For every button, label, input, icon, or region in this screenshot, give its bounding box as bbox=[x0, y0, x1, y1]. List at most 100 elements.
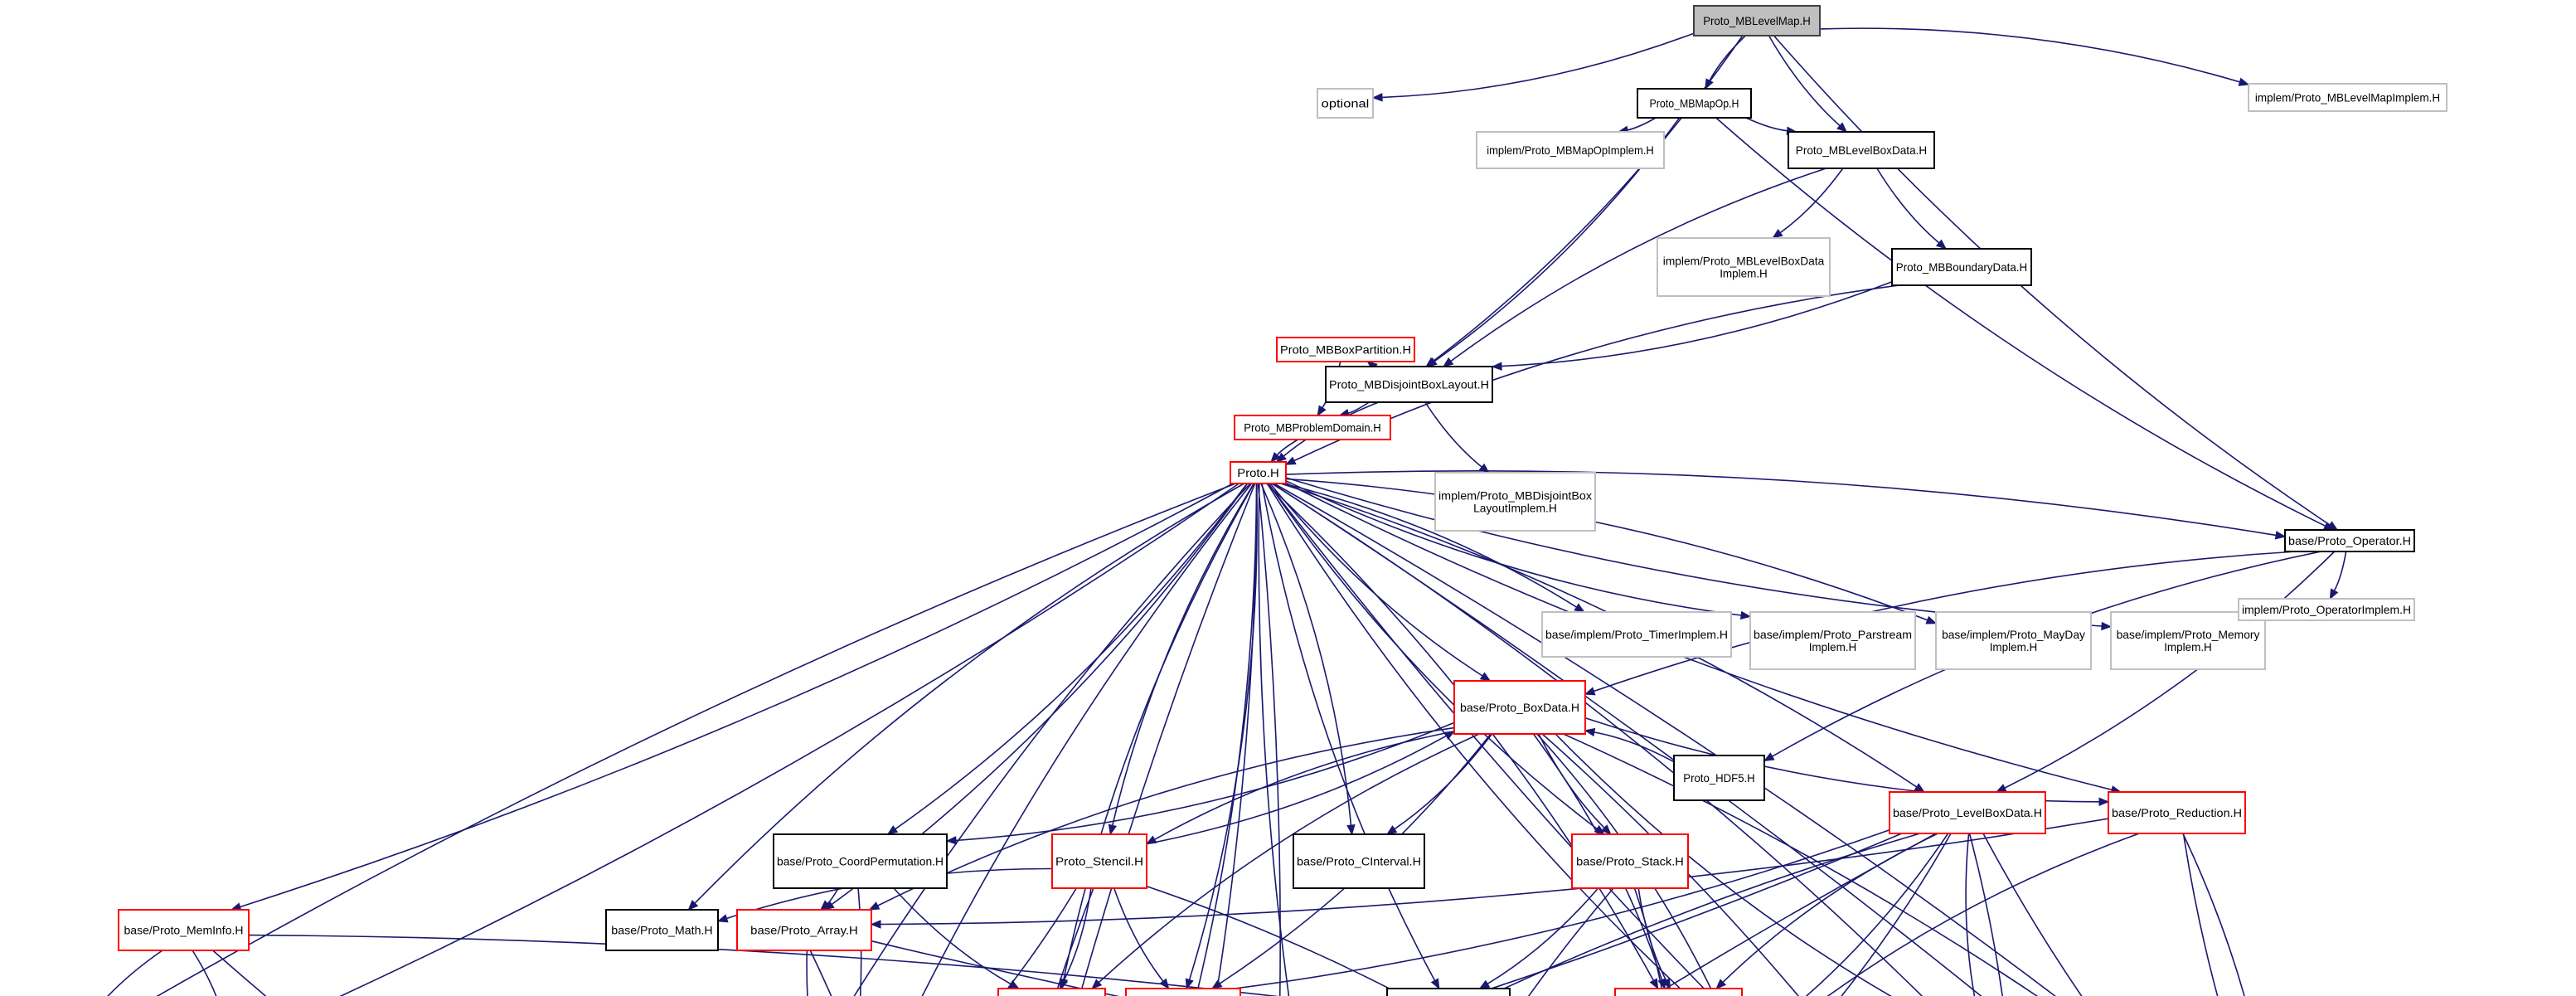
edge-mblevelboxdata-to-mblbdimplem bbox=[1772, 168, 1844, 239]
node-box bbox=[1673, 755, 1765, 801]
node-label: Implem.H bbox=[2164, 640, 2212, 653]
edge-line bbox=[1347, 401, 1370, 414]
node-mapopimplem: implem/Proto_MBMapOpImplem.H bbox=[1476, 131, 1665, 169]
node-macros[interactable]: base/Proto_Macros.H bbox=[1386, 988, 1511, 996]
arrowhead-icon bbox=[1715, 979, 1727, 989]
arrowhead-icon bbox=[1385, 825, 1398, 835]
arrowhead-icon bbox=[1836, 122, 1848, 133]
node-hdf5[interactable]: Proto_HDF5.H bbox=[1673, 755, 1765, 801]
node-mbboundary[interactable]: Proto_MBBoundaryData.H bbox=[1891, 248, 2032, 286]
node-stack[interactable]: base/Proto_Stack.H bbox=[1571, 833, 1689, 889]
edge-line bbox=[1268, 483, 1598, 830]
node-box bbox=[1889, 791, 2046, 834]
edge-line bbox=[240, 483, 1234, 908]
node-cinterval[interactable]: base/Proto_CInterval.H bbox=[1293, 833, 1425, 889]
edge-line bbox=[1196, 483, 1258, 996]
node-label: Proto_MBProblemDomain.H bbox=[1244, 421, 1381, 435]
edge-line bbox=[1285, 477, 2103, 627]
edge-line bbox=[1001, 887, 1077, 996]
node-box bbox=[1935, 611, 2092, 670]
edge-stencil-to-cstring bbox=[1146, 885, 1405, 996]
node-label: Proto_MBBoundaryData.H bbox=[1896, 260, 2027, 274]
edge-meminfo-to-memtype bbox=[248, 934, 1279, 996]
node-timer[interactable]: base/Proto_Timer.H bbox=[1125, 988, 1241, 996]
node-label: base/implem/Proto_MayDay bbox=[1942, 628, 2085, 641]
edge-proto-to-coordperm bbox=[886, 483, 1248, 835]
edge-line bbox=[1394, 733, 1493, 830]
node-optional: optional bbox=[1317, 88, 1374, 119]
node-box bbox=[1293, 833, 1425, 889]
edge-line bbox=[107, 950, 163, 996]
node-label: base/Proto_CInterval.H bbox=[1297, 855, 1421, 868]
node-box[interactable]: base/Proto_Box.H bbox=[997, 988, 1106, 996]
node-math[interactable]: base/Proto_Math.H bbox=[605, 909, 719, 951]
node-root[interactable]: Proto_MBLevelMap.H bbox=[1693, 5, 1821, 36]
arrowhead-icon bbox=[1995, 784, 2007, 793]
arrowhead-icon bbox=[2238, 77, 2250, 86]
node-boxdata[interactable]: base/Proto_BoxData.H bbox=[1453, 680, 1586, 735]
arrowhead-icon bbox=[1371, 93, 1383, 102]
edge-line bbox=[1594, 551, 2297, 692]
node-reduction[interactable]: base/Proto_Reduction.H bbox=[2108, 791, 2246, 834]
node-mapop[interactable]: Proto_MBMapOp.H bbox=[1637, 88, 1752, 119]
edge-hdf5-to-boxdata bbox=[1584, 727, 1675, 763]
edge-proto-to-operator bbox=[1285, 470, 2287, 540]
edge-proto-to-gpu bbox=[156, 483, 1236, 996]
edge-proto-to-timerimplem bbox=[1283, 483, 1585, 613]
node-label: Proto_MBLevelBoxData.H bbox=[1796, 143, 1927, 157]
node-box bbox=[1453, 680, 1586, 735]
edge-line bbox=[893, 887, 1011, 985]
node-meminfo[interactable]: base/Proto_MemInfo.H bbox=[118, 909, 250, 951]
edge-proto-to-maydayimplem bbox=[1285, 478, 1938, 624]
node-box bbox=[2284, 529, 2415, 552]
edge-line bbox=[1982, 833, 2083, 996]
node-box bbox=[773, 833, 948, 889]
node-label: implem/Proto_MBDisjointBox bbox=[1438, 489, 1592, 503]
node-coordperm[interactable]: base/Proto_CoordPermutation.H bbox=[773, 833, 948, 889]
edge-line bbox=[1272, 483, 1982, 996]
node-levelboxdata[interactable]: base/Proto_LevelBoxData.H bbox=[1889, 791, 2046, 834]
edge-coordperm-to-box bbox=[893, 887, 1020, 989]
edge-proto-to-cstdio bbox=[1257, 483, 1281, 996]
edge-proto-to-meminfo bbox=[230, 483, 1234, 911]
edge-proto-to-centering bbox=[1271, 483, 1924, 996]
node-operator[interactable]: base/Proto_Operator.H bbox=[2284, 529, 2415, 552]
node-mbboxpartition[interactable]: Proto_MBBoxPartition.H bbox=[1276, 337, 1415, 362]
node-label: Implem.H bbox=[1720, 267, 1768, 280]
node-mblevelboxdata[interactable]: Proto_MBLevelBoxData.H bbox=[1788, 131, 1935, 169]
edge-reduction-to-spmd bbox=[2182, 833, 2219, 996]
node-mbproblemdomain[interactable]: Proto_MBProblemDomain.H bbox=[1234, 415, 1391, 440]
node-array[interactable]: base/Proto_Array.H bbox=[736, 909, 872, 951]
node-memory[interactable]: base/Proto_Memory.H bbox=[1614, 988, 1743, 996]
edge-line bbox=[1779, 168, 1844, 234]
edge-line bbox=[806, 950, 808, 996]
node-operatorimplem: implem/Proto_OperatorImplem.H bbox=[2238, 598, 2415, 621]
arrowhead-icon bbox=[1600, 824, 1612, 835]
node-stencil[interactable]: Proto_Stencil.H bbox=[1051, 833, 1147, 889]
edge-line bbox=[1968, 833, 2003, 996]
node-label: Implem.H bbox=[1990, 640, 2038, 653]
node-proto[interactable]: Proto.H bbox=[1230, 461, 1287, 484]
node-label: Implem.H bbox=[1809, 640, 1857, 653]
node-mbdisjoint[interactable]: Proto_MBDisjointBoxLayout.H bbox=[1325, 366, 1493, 403]
edge-line bbox=[1285, 480, 1742, 616]
edge-proto-to-cstdlib bbox=[1267, 483, 1713, 996]
edge-line bbox=[694, 483, 1244, 904]
edge-line bbox=[1541, 733, 1800, 996]
edge-line bbox=[1965, 833, 1976, 996]
arrowhead-icon bbox=[945, 836, 957, 845]
edge-boxdata-to-cstdlib bbox=[1541, 733, 1800, 996]
edge-line bbox=[2182, 833, 2219, 996]
edge-line bbox=[1501, 281, 1893, 367]
node-box bbox=[1614, 988, 1743, 996]
edge-line bbox=[1381, 32, 1695, 99]
edge-proto-to-mayday bbox=[1196, 483, 1258, 996]
edge-root-to-mbdisjoint bbox=[1425, 35, 1744, 367]
arrowhead-icon bbox=[1430, 978, 1440, 990]
edge-proto-to-accel bbox=[1273, 483, 2056, 996]
node-box bbox=[1891, 248, 2032, 286]
node-box bbox=[118, 909, 250, 951]
